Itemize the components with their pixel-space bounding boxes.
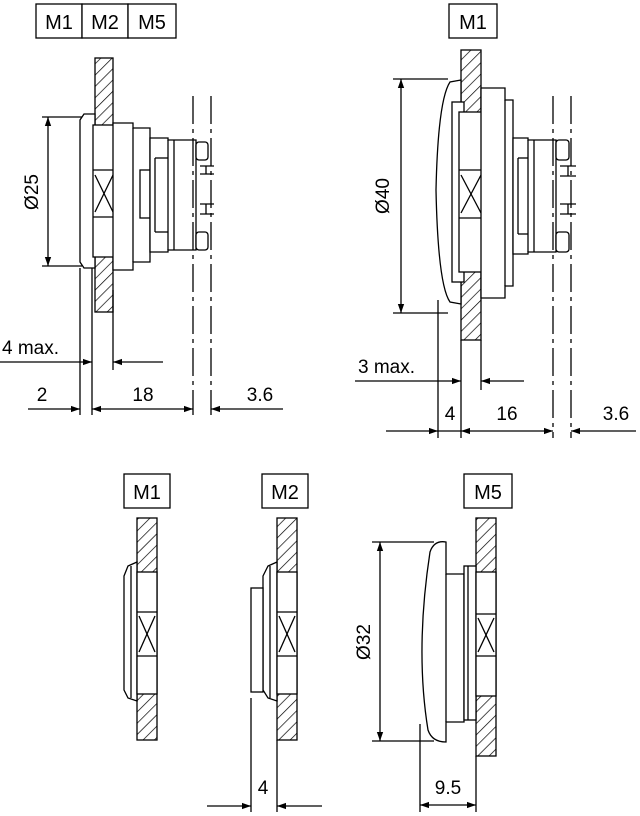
label-box-m1-right [448, 3, 498, 39]
top-left-label-m2: M2 [91, 12, 119, 34]
bottom-m5-dim: 9.5 [435, 778, 461, 799]
top-right-dim-b: 16 [496, 404, 517, 425]
bottom-m1-assembly [123, 473, 171, 741]
top-left-dim-max: 4 max. [2, 338, 59, 359]
label-box-m1 [35, 3, 83, 39]
bottom-m5-assembly [372, 473, 513, 812]
top-left-dim-c: 3.6 [247, 385, 273, 406]
top-left-dim-a: 2 [37, 385, 48, 406]
top-right-dim-c: 3.6 [603, 404, 629, 425]
top-left-label-m1: M1 [45, 12, 73, 34]
housing [458, 111, 484, 273]
bottom-m2-label: M2 [271, 482, 299, 504]
bottom-m1-label: M1 [133, 482, 161, 504]
top-right-assembly [355, 3, 636, 438]
label-box-bottom-m2 [261, 473, 309, 509]
top-right-dim-max: 3 max. [358, 357, 415, 378]
top-left-label-m5: M5 [138, 12, 166, 34]
bottom-m5-diameter: Ø32 [354, 624, 375, 660]
switch-body [149, 137, 197, 253]
label-box-bottom-m1 [123, 473, 171, 509]
flat-actuator [250, 587, 264, 693]
cap-32 [421, 541, 465, 743]
housing [92, 124, 116, 258]
top-left-dim-b: 18 [132, 385, 153, 406]
label-box-bottom-m5 [463, 473, 513, 509]
bottom-m2-dim: 4 [258, 778, 269, 799]
bottom-m2-assembly [207, 473, 322, 812]
label-box-m2 [81, 3, 129, 39]
top-right-label-m1: M1 [459, 12, 487, 34]
top-left-diameter: Ø25 [22, 174, 43, 210]
top-right-dim-a: 4 [445, 404, 456, 425]
mounting-nut [480, 87, 514, 299]
bottom-m5-label: M5 [474, 482, 502, 504]
top-left-assembly [0, 3, 283, 415]
top-right-diameter: Ø40 [373, 178, 394, 214]
front-bezel [79, 113, 96, 269]
label-box-m5 [127, 3, 177, 39]
